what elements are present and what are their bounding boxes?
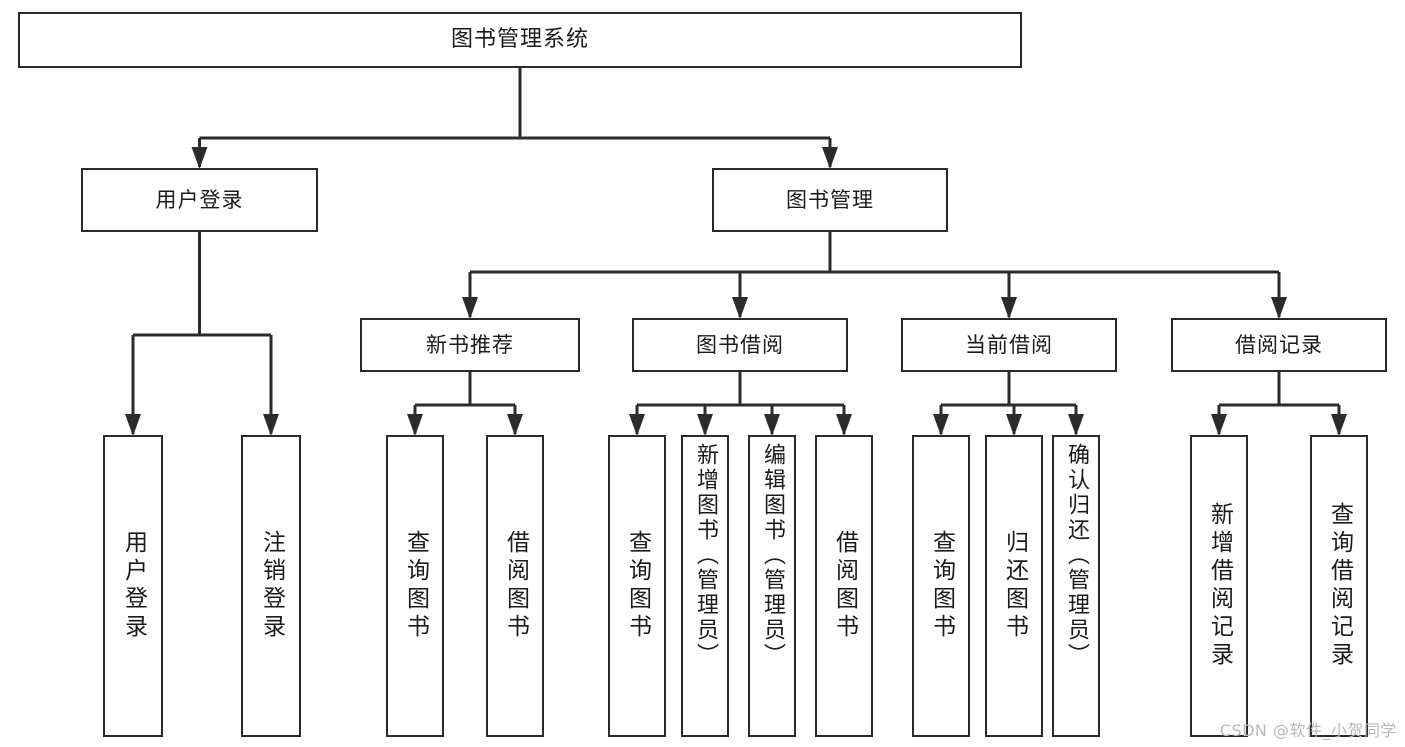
leaf-borrow-book-recommendation[interactable]: 借阅图书	[486, 435, 544, 737]
node-label: 借阅记录	[1235, 332, 1323, 357]
leaf-edit-book-admin[interactable]: 编辑图书（管理员）	[748, 435, 796, 737]
node-label: 图书管理系统	[450, 27, 589, 53]
leaf-query-book-current[interactable]: 查询图书	[912, 435, 970, 737]
node-current-borrowing[interactable]: 当前借阅	[901, 318, 1117, 372]
node-user-login[interactable]: 用户登录	[81, 168, 318, 232]
node-label: 新增借阅记录	[1206, 502, 1233, 670]
node-label: 图书借阅	[696, 332, 784, 357]
node-label: 借阅图书	[502, 530, 529, 642]
leaf-borrow-book-borrowing[interactable]: 借阅图书	[815, 435, 873, 737]
leaf-logout[interactable]: 注销登录	[241, 435, 301, 737]
leaf-query-borrowing-record[interactable]: 查询借阅记录	[1310, 435, 1368, 737]
node-label: 新书推荐	[426, 332, 514, 357]
node-borrowing-record[interactable]: 借阅记录	[1171, 318, 1387, 372]
leaf-confirm-return-admin[interactable]: 确认归还（管理员）	[1052, 435, 1100, 737]
node-label: 图书管理	[786, 187, 874, 212]
node-book-management[interactable]: 图书管理	[712, 168, 948, 232]
node-label: 查询借阅记录	[1326, 502, 1353, 670]
node-label: 借阅图书	[831, 530, 858, 642]
csdn-watermark: CSDN @软件_小贺同学	[1219, 721, 1397, 740]
node-label: 归还图书	[1001, 530, 1028, 642]
node-book-borrowing[interactable]: 图书借阅	[632, 318, 848, 372]
node-label: 编辑图书（管理员）	[760, 443, 785, 668]
node-label: 查询图书	[928, 530, 955, 642]
node-label: 用户登录	[120, 530, 147, 642]
leaf-add-borrowing-record[interactable]: 新增借阅记录	[1190, 435, 1248, 737]
node-label: 查询图书	[624, 530, 651, 642]
leaf-query-book-borrowing[interactable]: 查询图书	[608, 435, 666, 737]
leaf-add-book-admin[interactable]: 新增图书（管理员）	[681, 435, 729, 737]
leaf-return-book[interactable]: 归还图书	[985, 435, 1043, 737]
leaf-user-login[interactable]: 用户登录	[103, 435, 163, 737]
node-label: 新增图书（管理员）	[693, 443, 718, 668]
node-label: 查询图书	[402, 530, 429, 642]
node-new-book-recommendation[interactable]: 新书推荐	[360, 318, 580, 372]
node-label: 注销登录	[258, 530, 285, 642]
node-label: 用户登录	[155, 187, 244, 212]
leaf-query-book-recommendation[interactable]: 查询图书	[386, 435, 444, 737]
node-label: 当前借阅	[965, 332, 1053, 357]
node-label: 确认归还（管理员）	[1064, 443, 1089, 668]
node-book-management-system[interactable]: 图书管理系统	[18, 12, 1022, 68]
